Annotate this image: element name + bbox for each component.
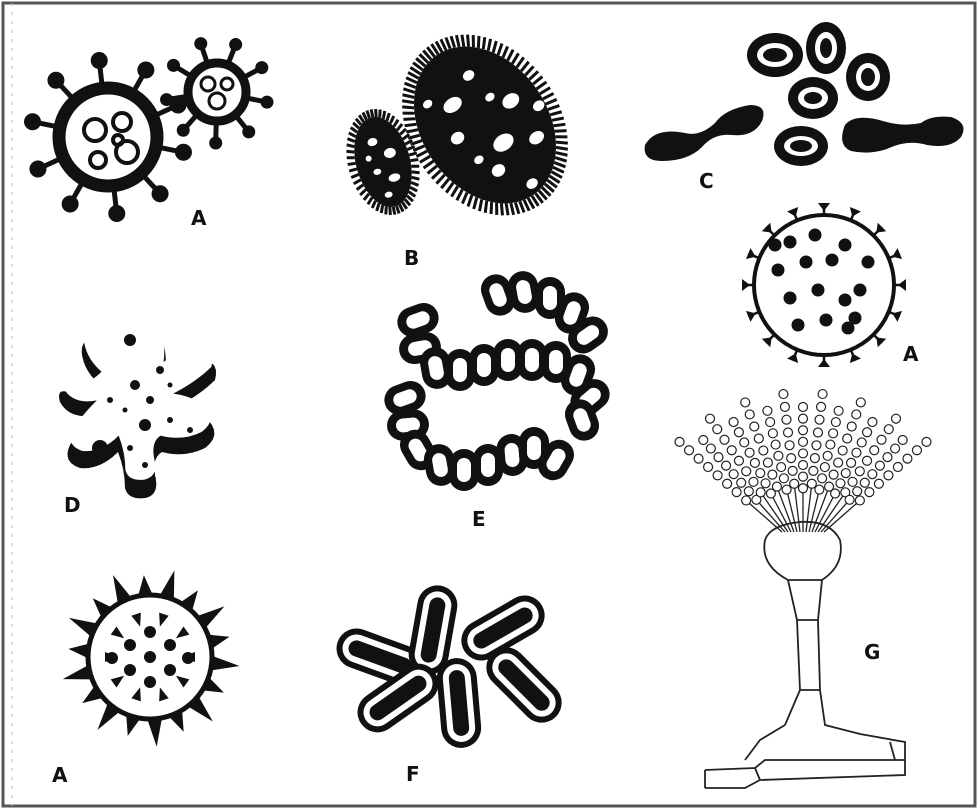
label-virus-a-spiked: A <box>52 765 67 785</box>
label-virus-a-round: A <box>903 344 918 364</box>
virus-a-round <box>742 203 906 367</box>
label-streptococci-e: E <box>472 509 486 529</box>
label-amoeba-d: D <box>64 495 81 515</box>
label-diplococci-c: C <box>699 171 714 191</box>
label-ciliate-b: B <box>404 248 419 268</box>
label-virus-a-large: A <box>191 208 206 228</box>
label-bacilli-f: F <box>406 764 420 784</box>
label-aspergillus-g: G <box>864 642 880 662</box>
